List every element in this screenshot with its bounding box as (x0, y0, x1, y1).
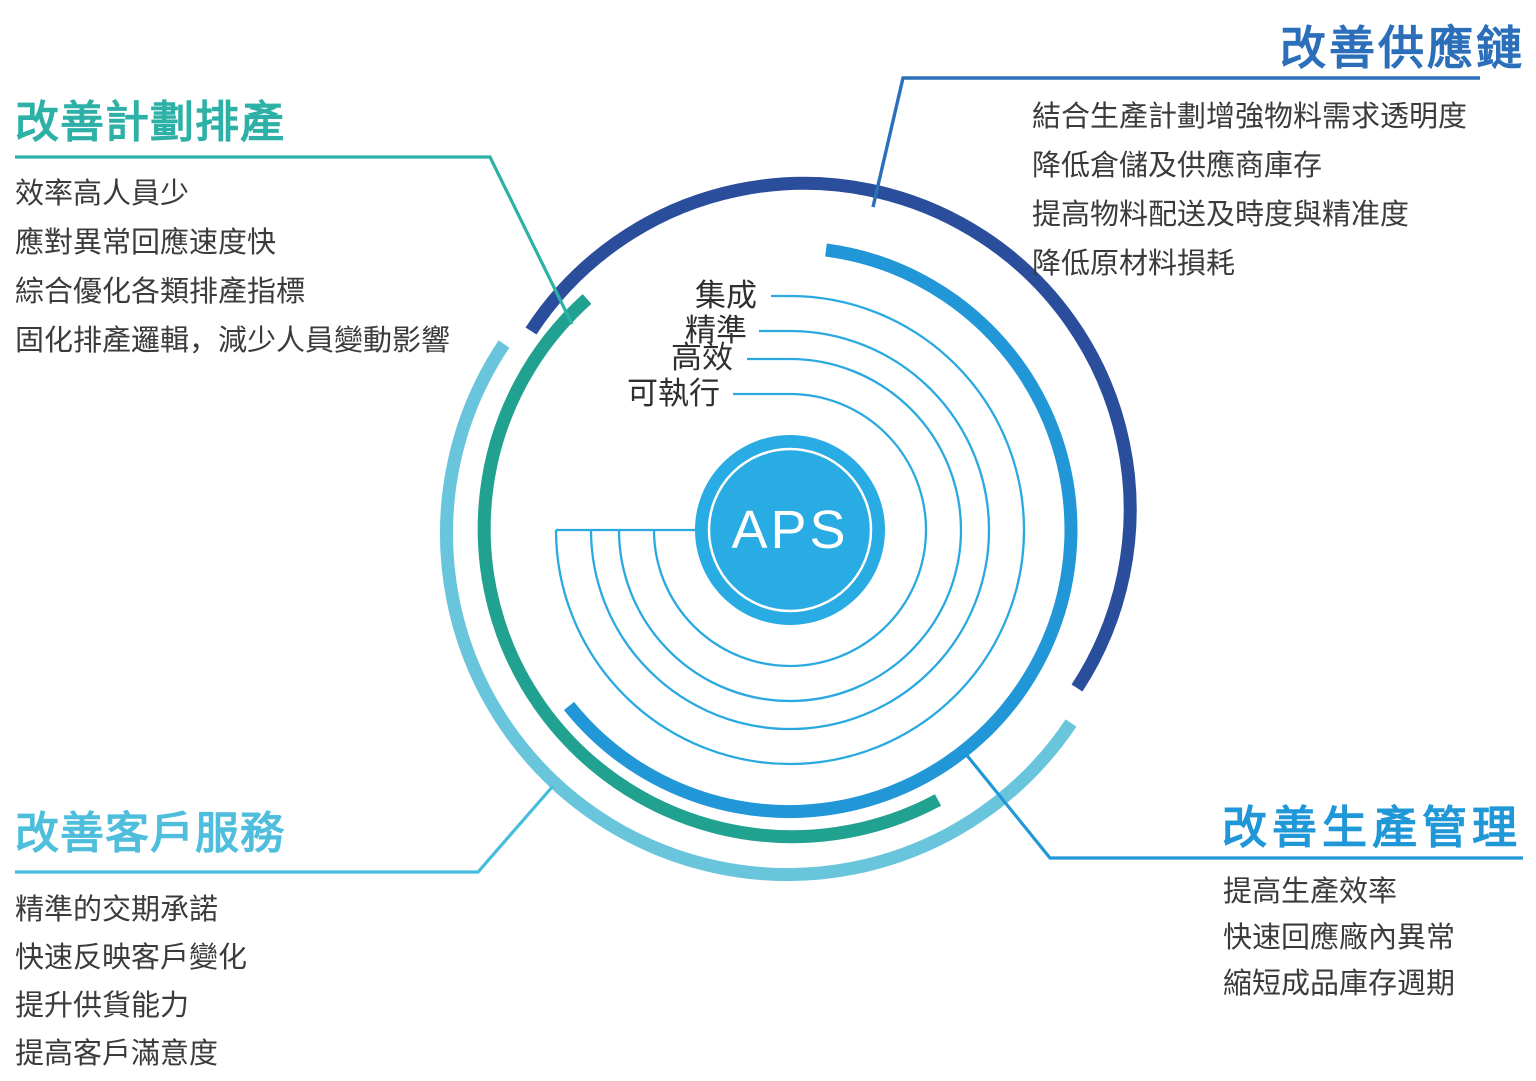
aps-inner-ring (707, 447, 873, 613)
production-arc (563, 243, 1078, 819)
section-title-planning: 改善計劃排產 (15, 98, 285, 147)
section-title-supply-chain: 改善供應鏈 (1280, 22, 1525, 74)
list-item: 應對異常回應速度快 (15, 227, 277, 259)
leader-planning (15, 155, 574, 325)
list-item: 降低倉儲及供應商庫存 (1032, 150, 1323, 182)
list-item: 提高客戶滿意度 (15, 1038, 219, 1070)
list-item: 快速回應廠內異常 (1223, 922, 1456, 954)
spiral-ring-integration (554, 294, 1026, 766)
customer-service-arc (440, 340, 1077, 881)
leader-production (963, 751, 1523, 860)
spiral-ring-executable (652, 392, 928, 668)
section-items-planning: 效率高人員少應對異常回應速度快綜合優化各類排產指標固化排產邏輯，減少人員變動影響 (15, 170, 450, 366)
section-title-customer-service: 改善客戶服務 (15, 809, 285, 858)
list-item: 提高生產效率 (1223, 876, 1398, 908)
leader-supply-chain (871, 76, 1480, 208)
section-items-production: 提高生產效率快速回應廠內異常縮短成品庫存週期 (1223, 869, 1455, 1007)
list-item: 綜合優化各類排產指標 (15, 276, 306, 308)
list-item: 快速反映客戶變化 (15, 942, 248, 974)
leader-customer-service (15, 784, 555, 874)
section-items-supply-chain: 結合生產計劃增強物料需求透明度降低倉儲及供應商庫存提高物料配送及時度與精准度降低… (1032, 93, 1467, 289)
list-item: 效率高人員少 (15, 178, 190, 210)
list-item: 固化排產邏輯，減少人員變動影響 (15, 325, 451, 357)
section-title-production: 改善生產管理 (1221, 802, 1522, 853)
list-item: 提升供貨能力 (15, 990, 190, 1022)
aps-center-label: APS (731, 500, 849, 560)
list-item: 降低原材料損耗 (1032, 248, 1236, 280)
aps-center-circle (695, 435, 885, 625)
planning-arc (477, 294, 942, 844)
supply-chain-arc (525, 176, 1137, 692)
ring-label-integration: 集成 (695, 278, 757, 313)
list-item: 提高物料配送及時度與精准度 (1032, 199, 1410, 231)
list-item: 精準的交期承諾 (15, 894, 219, 926)
list-item: 結合生產計劃增強物料需求透明度 (1032, 101, 1468, 133)
ring-label-efficiency: 高效 (671, 340, 733, 375)
section-items-customer-service: 精準的交期承諾快速反映客戶變化提升供貨能力提高客戶滿意度 (15, 886, 247, 1078)
ring-label-precision: 精準 (685, 313, 747, 348)
spiral-ring-efficiency (617, 357, 963, 703)
list-item: 縮短成品庫存週期 (1223, 968, 1456, 1000)
spiral-ring-precision (589, 329, 991, 731)
ring-label-executable: 可執行 (627, 376, 720, 411)
